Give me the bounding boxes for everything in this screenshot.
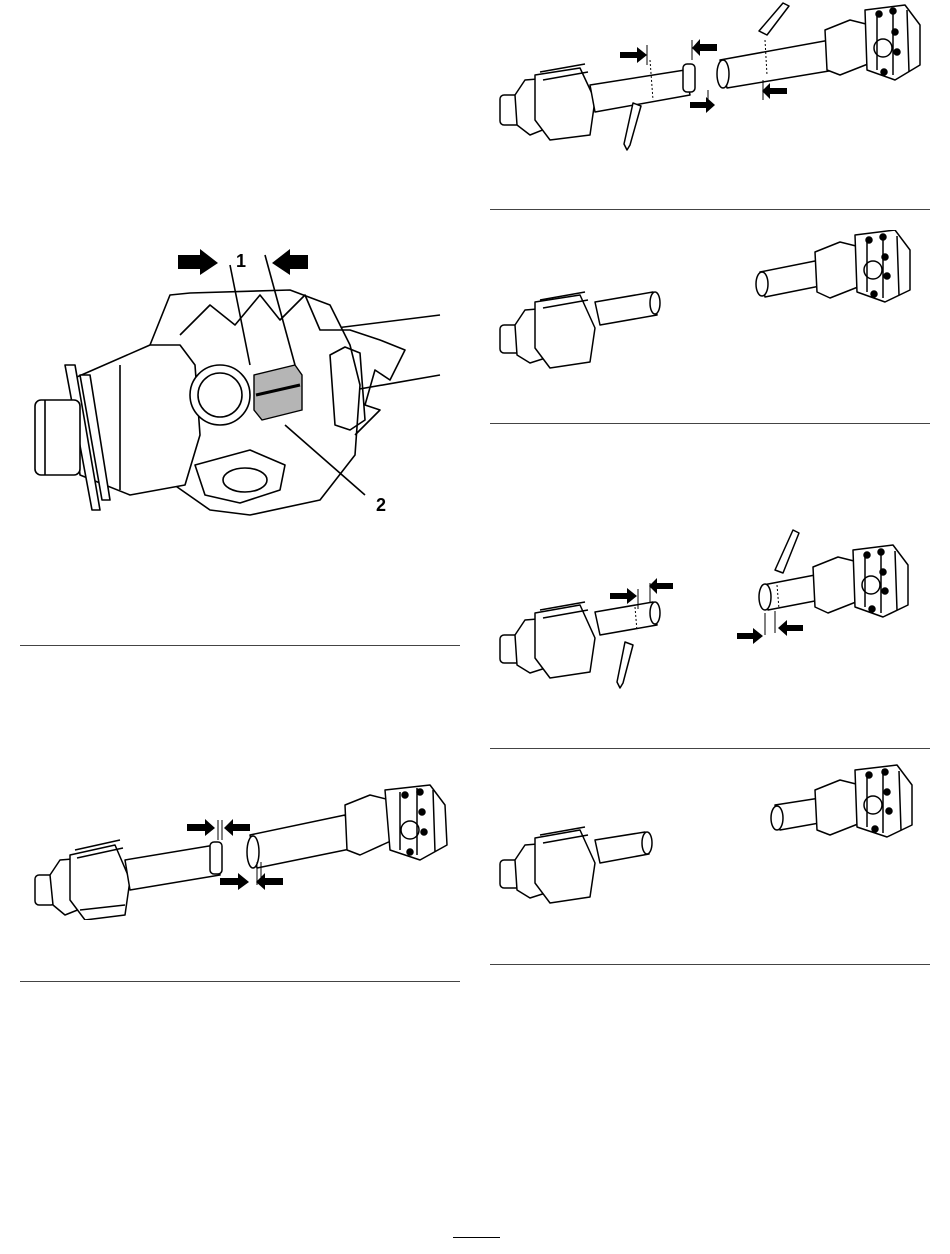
driveshaft-separated-illustration bbox=[495, 230, 925, 370]
callout-2: 2 bbox=[376, 496, 386, 514]
divider bbox=[20, 645, 460, 646]
driveshaft-cut-mark-illustration bbox=[495, 525, 925, 695]
divider bbox=[490, 964, 930, 965]
guard-detail-figure bbox=[20, 235, 460, 535]
driveshaft-shortened-illustration bbox=[495, 760, 925, 920]
divider bbox=[490, 748, 930, 749]
divider bbox=[490, 423, 930, 424]
divider bbox=[20, 981, 460, 982]
arrow-right-icon bbox=[178, 249, 218, 275]
divider bbox=[490, 209, 930, 210]
arrow-left-icon bbox=[272, 249, 308, 275]
callout-1: 1 bbox=[236, 252, 246, 270]
page-footer-rule bbox=[453, 1237, 500, 1238]
driveshaft-halves-measure-illustration bbox=[25, 780, 455, 920]
driveshaft-mark-illustration bbox=[495, 0, 925, 160]
